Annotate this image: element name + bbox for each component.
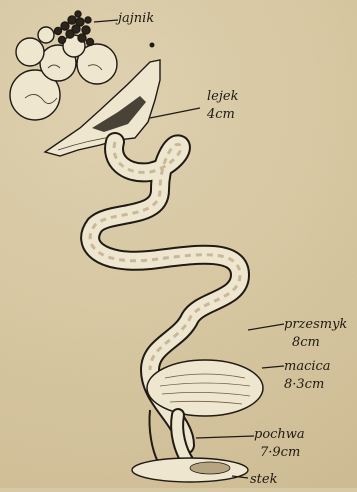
ovary-follicle bbox=[16, 38, 44, 66]
vagina-name-label: pochwa bbox=[254, 427, 305, 442]
uterus-name-label: macica bbox=[284, 359, 331, 374]
vagina-size-label: 7·9cm bbox=[260, 445, 300, 460]
isthmus-name-label: przesmyk bbox=[284, 317, 347, 332]
isthmus-size-label: 8cm bbox=[292, 335, 320, 350]
cloaca-label: stek bbox=[250, 472, 278, 487]
cloaca bbox=[132, 458, 248, 482]
uterus-size-label: 8·3cm bbox=[284, 377, 324, 392]
ovary-label: jajnik bbox=[115, 11, 154, 26]
funnel-size-label: 4cm bbox=[206, 107, 235, 122]
uterus bbox=[147, 360, 263, 416]
funnel-name-label: lejek bbox=[207, 89, 239, 104]
ink-dot bbox=[150, 43, 155, 48]
ovary-follicle bbox=[38, 27, 54, 43]
